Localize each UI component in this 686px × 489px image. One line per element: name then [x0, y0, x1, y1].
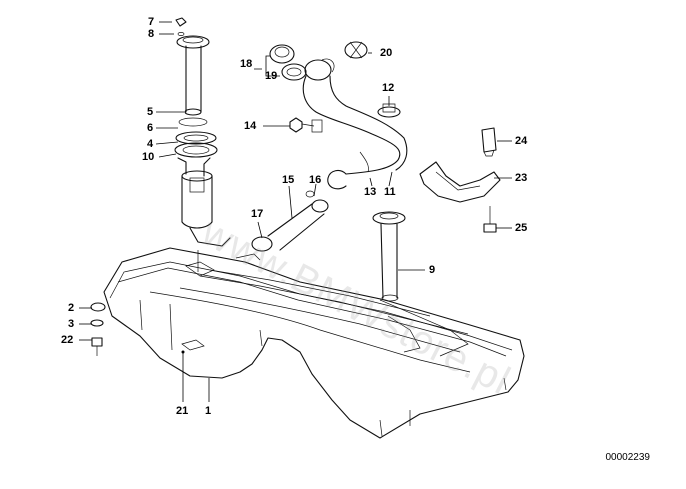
callout-5: 5 — [147, 106, 154, 118]
callout-9: 9 — [429, 264, 436, 276]
callout-12: 12 — [382, 82, 395, 94]
callout-8: 8 — [148, 28, 155, 40]
level-sender — [174, 35, 231, 272]
callout-17: 17 — [251, 208, 264, 220]
bolt-clip — [289, 117, 323, 133]
callout-3: 3 — [68, 318, 75, 330]
grommets — [269, 41, 368, 81]
callout-25: 25 — [515, 222, 528, 234]
callout-10: 10 — [142, 151, 155, 163]
callout-22: 22 — [61, 334, 74, 346]
grommet-12 — [377, 103, 401, 118]
callout-11: 11 — [384, 186, 396, 198]
callout-24: 24 — [515, 135, 528, 147]
bracket — [419, 127, 501, 233]
nut-washer-top — [175, 17, 187, 36]
callout-6: 6 — [147, 122, 154, 134]
callout-13: 13 — [364, 186, 377, 198]
callout-7: 7 — [148, 16, 155, 28]
leader-lines — [79, 21, 512, 402]
filler-pipe — [372, 211, 406, 302]
filler-neck — [302, 58, 408, 190]
callout-18: 18 — [240, 58, 253, 70]
callout-21: 21 — [176, 405, 189, 417]
callout-2: 2 — [68, 302, 75, 314]
callout-14: 14 — [244, 120, 257, 132]
mount-hardware — [90, 302, 106, 356]
callout-23: 23 — [515, 172, 528, 184]
callout-16: 16 — [309, 174, 322, 186]
callout-19: 19 — [265, 70, 278, 82]
fuel-tank — [103, 247, 525, 439]
callout-15: 15 — [282, 174, 295, 186]
callout-20: 20 — [380, 47, 393, 59]
callout-4: 4 — [147, 138, 154, 150]
document-number: 00002239 — [605, 452, 651, 463]
callout-1: 1 — [205, 405, 212, 417]
